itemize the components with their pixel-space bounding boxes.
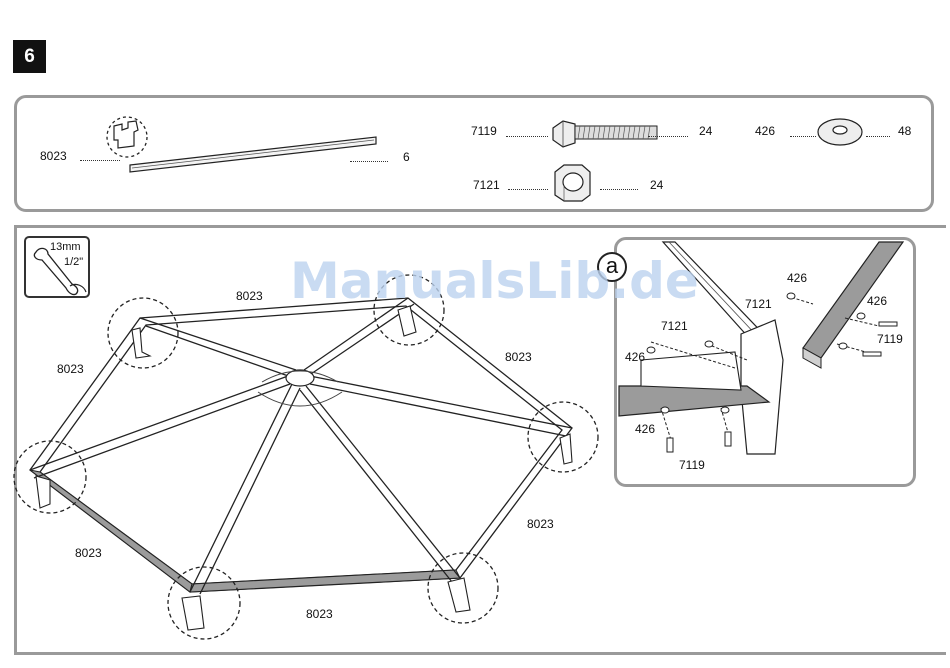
beam-label: 8023 [75, 546, 102, 560]
tool-size-imperial: 1/2" [64, 255, 83, 269]
beam-label: 8023 [505, 350, 532, 364]
detail-view-panel: 426 7121 426 7119 7121 426 426 7119 [614, 237, 916, 487]
detail-label: 7121 [745, 297, 772, 311]
roof-rafters [30, 298, 572, 594]
detail-label: 426 [787, 271, 807, 285]
tool-size-metric: 13mm [50, 240, 81, 254]
detail-marker-a: a [597, 252, 627, 282]
beam-label: 8023 [306, 607, 333, 621]
detail-label: 7119 [877, 332, 903, 346]
detail-illustration [617, 240, 919, 490]
wrench-tool-box: 13mm 1/2" [24, 236, 90, 298]
beam-label: 8023 [236, 289, 263, 303]
center-hub [286, 370, 314, 386]
beam-label: 8023 [527, 517, 554, 531]
detail-label: 7119 [679, 458, 705, 472]
beam-label: 8023 [57, 362, 84, 376]
hexagon-frame [30, 298, 572, 592]
detail-label: 7121 [661, 319, 688, 333]
detail-label: 426 [625, 350, 645, 364]
detail-label: 426 [635, 422, 655, 436]
detail-label: 426 [867, 294, 887, 308]
